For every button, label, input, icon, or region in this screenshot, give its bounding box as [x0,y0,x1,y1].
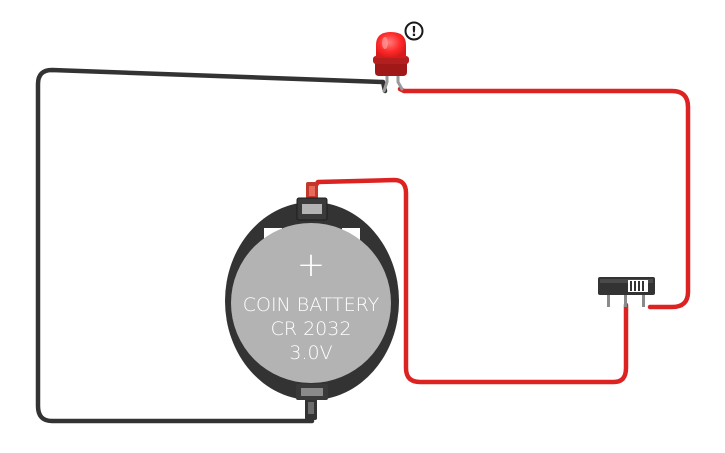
black-wire-led-to-battery[interactable] [35,67,388,424]
coin-battery[interactable]: + COIN BATTERY CR 2032 3.0V [225,182,399,420]
battery-positive-terminal [306,182,318,200]
red-wire-battery-to-switch[interactable] [313,177,629,385]
warning-glyph: ! [411,25,417,40]
switch-slider[interactable] [628,280,648,292]
battery-negative-terminal [305,398,317,420]
battery-face [231,223,391,383]
led-dome [376,32,406,58]
switch-pins [607,294,645,307]
led-highlight [382,37,388,49]
battery-label-line2: CR 2032 [271,318,352,340]
battery-label-line1: COIN BATTERY [243,294,380,316]
battery-label-line3: 3.0V [289,342,332,364]
led[interactable] [373,32,409,93]
led-legs [382,72,404,93]
wires [35,67,691,424]
exclamation-circle-icon[interactable]: ! [404,21,424,41]
red-wire-led-to-switch[interactable] [397,86,691,310]
slide-switch[interactable] [598,277,655,307]
battery-plus-sign: + [297,245,326,285]
